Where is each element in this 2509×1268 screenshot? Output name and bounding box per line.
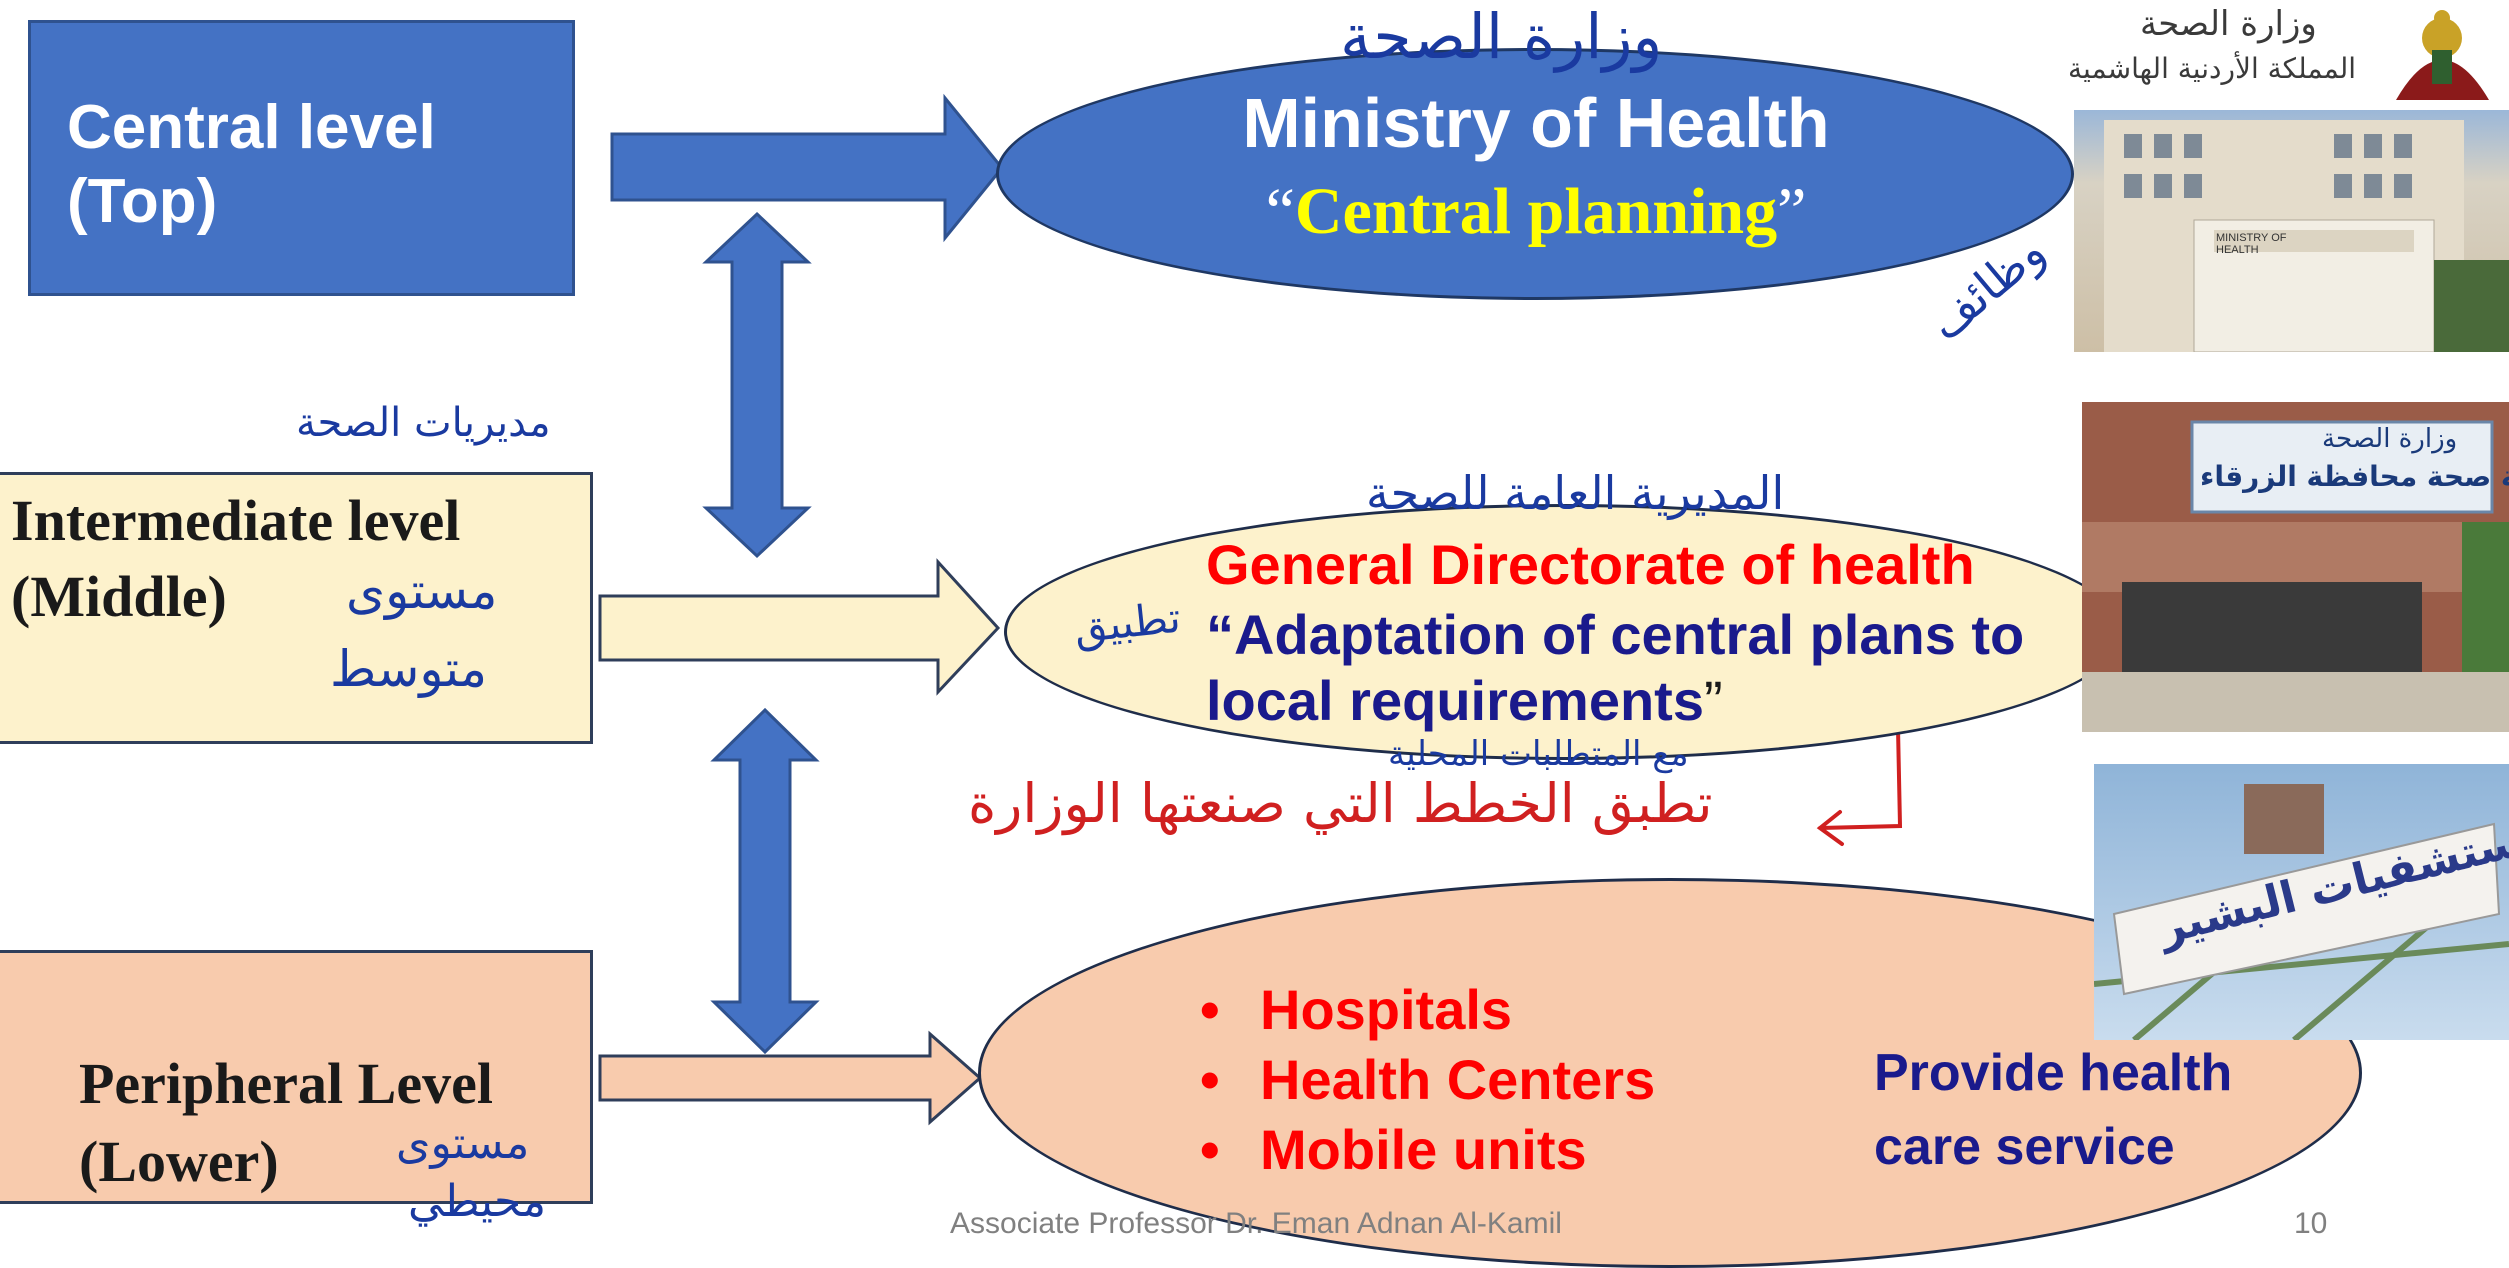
service-health-centers: Health Centers <box>1260 1048 1656 1111</box>
directorate-close-quote: ” <box>1703 669 1723 732</box>
ministry-ellipse <box>996 48 2074 300</box>
footer-author: Associate Professor Dr. Eman Adnan Al-Ka… <box>950 1207 1562 1240</box>
handwritten-local-requirements-ar: مع المتطلبات المحلية <box>1388 734 1689 774</box>
directorate-ellipse <box>1004 504 2124 760</box>
ministry-subtitle: “Central planning” <box>1000 172 2072 252</box>
handwritten-directorates-ar: مديريات الصحة <box>296 400 551 446</box>
peripheral-level-label: Peripheral Level (Lower) <box>79 1045 493 1201</box>
service-hospitals: Hospitals <box>1260 978 1513 1041</box>
handwritten-general-directorate-ar: المديرية العامة للصحة <box>1366 466 1785 520</box>
central-level-line1: Central level <box>67 93 436 162</box>
hospital-sign-photo: مستشفيات البشير <box>2094 764 2509 1040</box>
bullet-icon: • <box>1200 978 1220 1041</box>
peripheral-level-line1: Peripheral Level <box>79 1051 493 1116</box>
intermediate-level-label: Intermediate level (Middle) <box>11 483 460 635</box>
directorate-subtitle-text: Adaptation of central plans to local req… <box>1206 603 2025 732</box>
top-middle-double-arrow <box>702 211 812 559</box>
service-mobile-units: Mobile units <box>1260 1118 1587 1181</box>
peripheral-to-services-arrow <box>598 1030 983 1126</box>
bullet-icon: • <box>1200 1048 1220 1111</box>
handwritten-middle-ar-2: متوسط <box>330 640 488 698</box>
building-sign-text: MINISTRY OF HEALTH <box>2216 232 2287 256</box>
page-number: 10 <box>2294 1207 2328 1240</box>
directorate-sign-2: مديرية صحة محافظة الزرقاء <box>2200 460 2509 493</box>
ministry-open-quote: “ <box>1265 175 1295 248</box>
handwritten-middle-ar-1: مستوى <box>346 562 498 620</box>
directorate-subtitle: “Adaptation of central plans to local re… <box>1206 602 2106 734</box>
handwritten-peripheral-ar-2: محيطي <box>408 1176 547 1227</box>
peripheral-level-line2: (Lower) <box>79 1129 279 1194</box>
directorate-open-quote: “ <box>1206 603 1234 666</box>
intermediate-level-box: Intermediate level (Middle) <box>0 472 593 744</box>
intermediate-level-line1: Intermediate level <box>11 488 461 553</box>
intermediate-to-directorate-arrow <box>598 558 1001 696</box>
handwritten-ministry-ar: وزارة الصحة <box>1340 0 1663 73</box>
central-level-line2: (Top) <box>67 167 218 236</box>
handwritten-peripheral-ar-1: مستوى <box>396 1118 530 1169</box>
central-level-label: Central level (Top) <box>67 91 436 239</box>
directorate-title: General Directorate of health <box>1206 533 1975 596</box>
emblem-caption-2: المملكة الأردنية الهاشمية <box>2068 52 2357 85</box>
jordan-emblem-icon <box>2376 0 2509 110</box>
provide-care-text: Provide health care service <box>1874 1044 2233 1176</box>
list-item: • Mobile units <box>1200 1115 1655 1185</box>
ministry-title: Ministry of Health <box>1242 84 1830 162</box>
middle-lower-double-arrow <box>710 707 820 1055</box>
central-level-box: Central level (Top) <box>28 20 575 296</box>
directorate-building-photo: وزارة الصحة مديرية صحة محافظة الزرقاء <box>2082 402 2509 732</box>
central-to-ministry-arrow <box>610 93 1004 243</box>
ministry-subtitle-text: Central planning <box>1294 175 1778 248</box>
services-list: • Hospitals • Health Centers • Mobile units <box>1200 975 1655 1185</box>
intermediate-level-line2: (Middle) <box>11 564 227 629</box>
directorate-sign-1: وزارة الصحة <box>2322 424 2458 454</box>
bullet-icon: • <box>1200 1118 1220 1181</box>
red-pointer-arrow <box>1816 726 1903 846</box>
peripheral-level-box: Peripheral Level (Lower) <box>0 950 593 1204</box>
handwritten-apply-plans-ar: تطبق الخطط التي صنعتها الوزارة <box>968 772 1713 835</box>
list-item: • Health Centers <box>1200 1045 1655 1115</box>
ministry-building-photo: MINISTRY OF HEALTH <box>2074 110 2509 352</box>
emblem-caption-1: وزارة الصحة <box>2140 4 2317 44</box>
ministry-close-quote: ” <box>1777 175 1807 248</box>
list-item: • Hospitals <box>1200 975 1655 1045</box>
